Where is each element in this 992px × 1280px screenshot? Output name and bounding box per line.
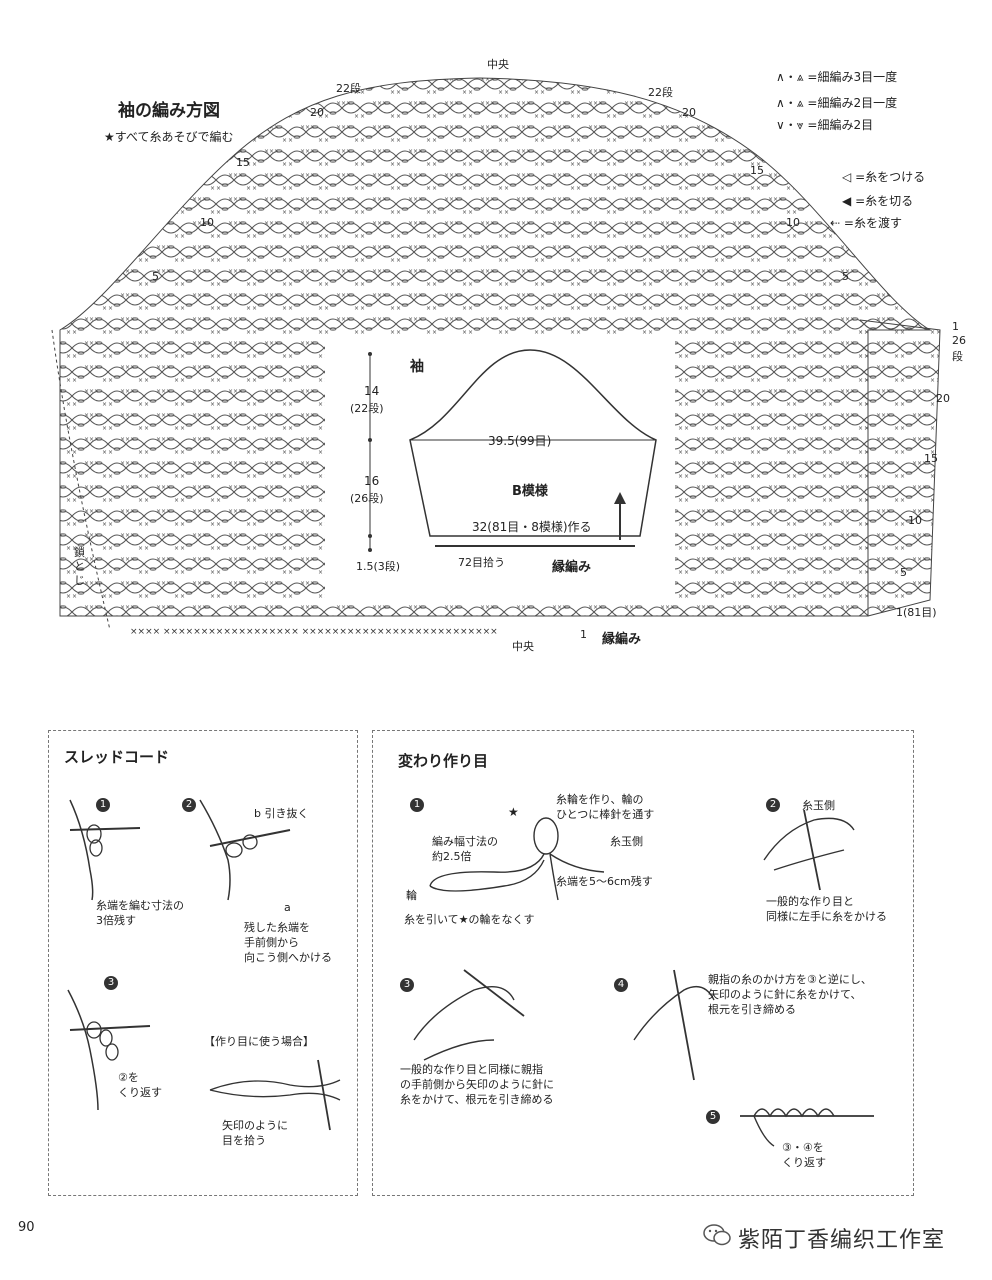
thread-cord-title: スレッドコード [64, 748, 170, 766]
tc-step-3: 3 [104, 976, 118, 990]
row20-left-label: 20 [310, 106, 324, 119]
watermark-text: 紫陌丁香编织工作室 [738, 1228, 946, 1253]
co-step-3: 3 [400, 978, 414, 992]
carry-thread-icon: ⇠ [830, 216, 841, 230]
wechat-icon [703, 1224, 731, 1246]
schematic-h2-rows: (26段) [350, 492, 384, 505]
schematic-h2: 16 [364, 474, 380, 488]
co-step-1: 1 [410, 798, 424, 812]
dec2-symbol-icon: ∧・⩓ [776, 96, 804, 110]
thread-cord-illustrations [67, 799, 341, 1131]
row15-side-label: 15 [924, 452, 938, 465]
co-step1-loop: 輪 [406, 889, 417, 902]
legend-carry: ⇠ =糸を渡す [830, 216, 902, 230]
row26-label: 26 [952, 334, 966, 347]
dan-label: 段 [952, 350, 963, 363]
schematic-h1-rows: (22段) [350, 402, 384, 415]
cast-on-illustrations: ★ [413, 805, 874, 1147]
tc-step1-caption: 糸端を編む寸法の 3倍残す [96, 899, 184, 927]
cast-on-title: 変わり作り目 [398, 752, 489, 770]
cut-thread-icon: ◀ [842, 194, 852, 208]
page-number: 90 [18, 1220, 35, 1235]
dec3-symbol-icon: ∧・⩓ [776, 70, 804, 84]
row22-right-label: 22段 [648, 86, 673, 99]
row20-side-label: 20 [936, 392, 950, 405]
co-step1-width: 編み幅寸法の 約2.5倍 [432, 835, 498, 863]
svg-text:×××× ×××××××××××××××××× ××: ×××× ×××××××××××××××××× ××××××××××××××××… [130, 627, 498, 637]
row1-81-label: 1(81目) [896, 606, 937, 619]
co-step4-caption: 親指の糸のかけ方を③と逆にし、 矢印のように針に糸をかけて、 根元を引き締める [708, 973, 872, 1016]
row5-right-label: 5 [842, 270, 849, 283]
co-step1-end: 糸端を5〜6cm残す [556, 875, 653, 888]
row10-side-label: 10 [908, 514, 922, 527]
row10-left-label: 10 [200, 216, 214, 229]
schematic-width-top: 39.5(99目) [488, 434, 552, 448]
row20-right-label: 20 [682, 106, 696, 119]
chain-close-label: 鎖とじ [74, 546, 85, 587]
legend-join: ◁ =糸をつける [842, 170, 926, 184]
row22-left-label: 22段 [336, 82, 361, 95]
sleeve-stitch-chart: ××× × × ×××× ×××××××××××××××××× ××××××××… [51, 77, 941, 637]
edge-bottom-label: 縁編み [602, 632, 642, 647]
tc-step3-caption: ②を くり返す [118, 1071, 162, 1099]
schematic-title: 袖 [410, 359, 424, 375]
tc-usage-title: 【作り目に使う場合】 [204, 1035, 314, 1048]
schematic-h3: 1.5(3段) [356, 560, 401, 573]
legend-inc2: ∨・⩔ =細編み2目 [776, 118, 874, 132]
tc-step2-b-label: b 引き抜く [254, 807, 309, 820]
tc-usage-caption: 矢印のように 目を拾う [222, 1119, 288, 1147]
join-thread-icon: ◁ [842, 170, 852, 184]
co-step2-ball: 糸玉側 [802, 799, 835, 812]
co-step1-ball: 糸玉側 [610, 835, 643, 848]
legend-dec3: ∧・⩓ =細編み3目一度 [776, 70, 898, 84]
chart-title: 袖の編み方図 [118, 101, 220, 121]
row5-side-label: 5 [900, 566, 907, 579]
schematic-edge: 縁編み [552, 560, 592, 575]
center-bottom-label: 中央 [512, 640, 534, 653]
co-step2-caption: 一般的な作り目と 同様に左手に糸をかける [766, 895, 887, 923]
schematic-width-bottom: 32(81目・8模様)作る [472, 520, 592, 534]
schematic-pickup: 72目拾う [458, 556, 505, 569]
center-top-label: 中央 [487, 58, 509, 71]
tc-step-2: 2 [182, 798, 196, 812]
svg-text:★: ★ [508, 805, 519, 819]
schematic-pattern: B模様 [512, 484, 548, 499]
tc-step-1: 1 [96, 798, 110, 812]
row1-bottom-label: 1 [580, 628, 587, 641]
tc-step2-a-label: a [284, 901, 291, 914]
co-step1-top: 糸輪を作り、輪の ひとつに棒針を通す [556, 793, 655, 821]
co-step1-bottom: 糸を引いて★の輪をなくす [404, 913, 535, 926]
co-step3-caption: 一般的な作り目と同様に親指 の手前側から矢印のように針に 糸をかけて、根元を引き… [400, 1063, 554, 1106]
legend-dec2: ∧・⩓ =細編み2目一度 [776, 96, 898, 110]
row5-left-label: 5 [152, 270, 159, 283]
co-step-5: 5 [706, 1110, 720, 1124]
co-step-2: 2 [766, 798, 780, 812]
inc2-symbol-icon: ∨・⩔ [776, 118, 804, 132]
schematic-h1: 14 [364, 384, 380, 398]
legend-cut: ◀ =糸を切る [842, 194, 914, 208]
row15-left-label: 15 [236, 156, 250, 169]
row1-right-top-label: 1 [952, 320, 959, 333]
co-step-4: 4 [614, 978, 628, 992]
cast-on-panel [372, 730, 914, 1196]
chart-note: ★すべて糸あそびで編む [104, 130, 234, 144]
co-step5-caption: ③・④を くり返す [782, 1141, 826, 1169]
row10-right-label: 10 [786, 216, 800, 229]
row15-right-label: 15 [750, 164, 764, 177]
sleeve-schematic [368, 349, 657, 552]
tc-step2-caption: 残した糸端を 手前側から 向こう側へかける [244, 921, 332, 964]
thread-cord-panel [48, 730, 358, 1196]
